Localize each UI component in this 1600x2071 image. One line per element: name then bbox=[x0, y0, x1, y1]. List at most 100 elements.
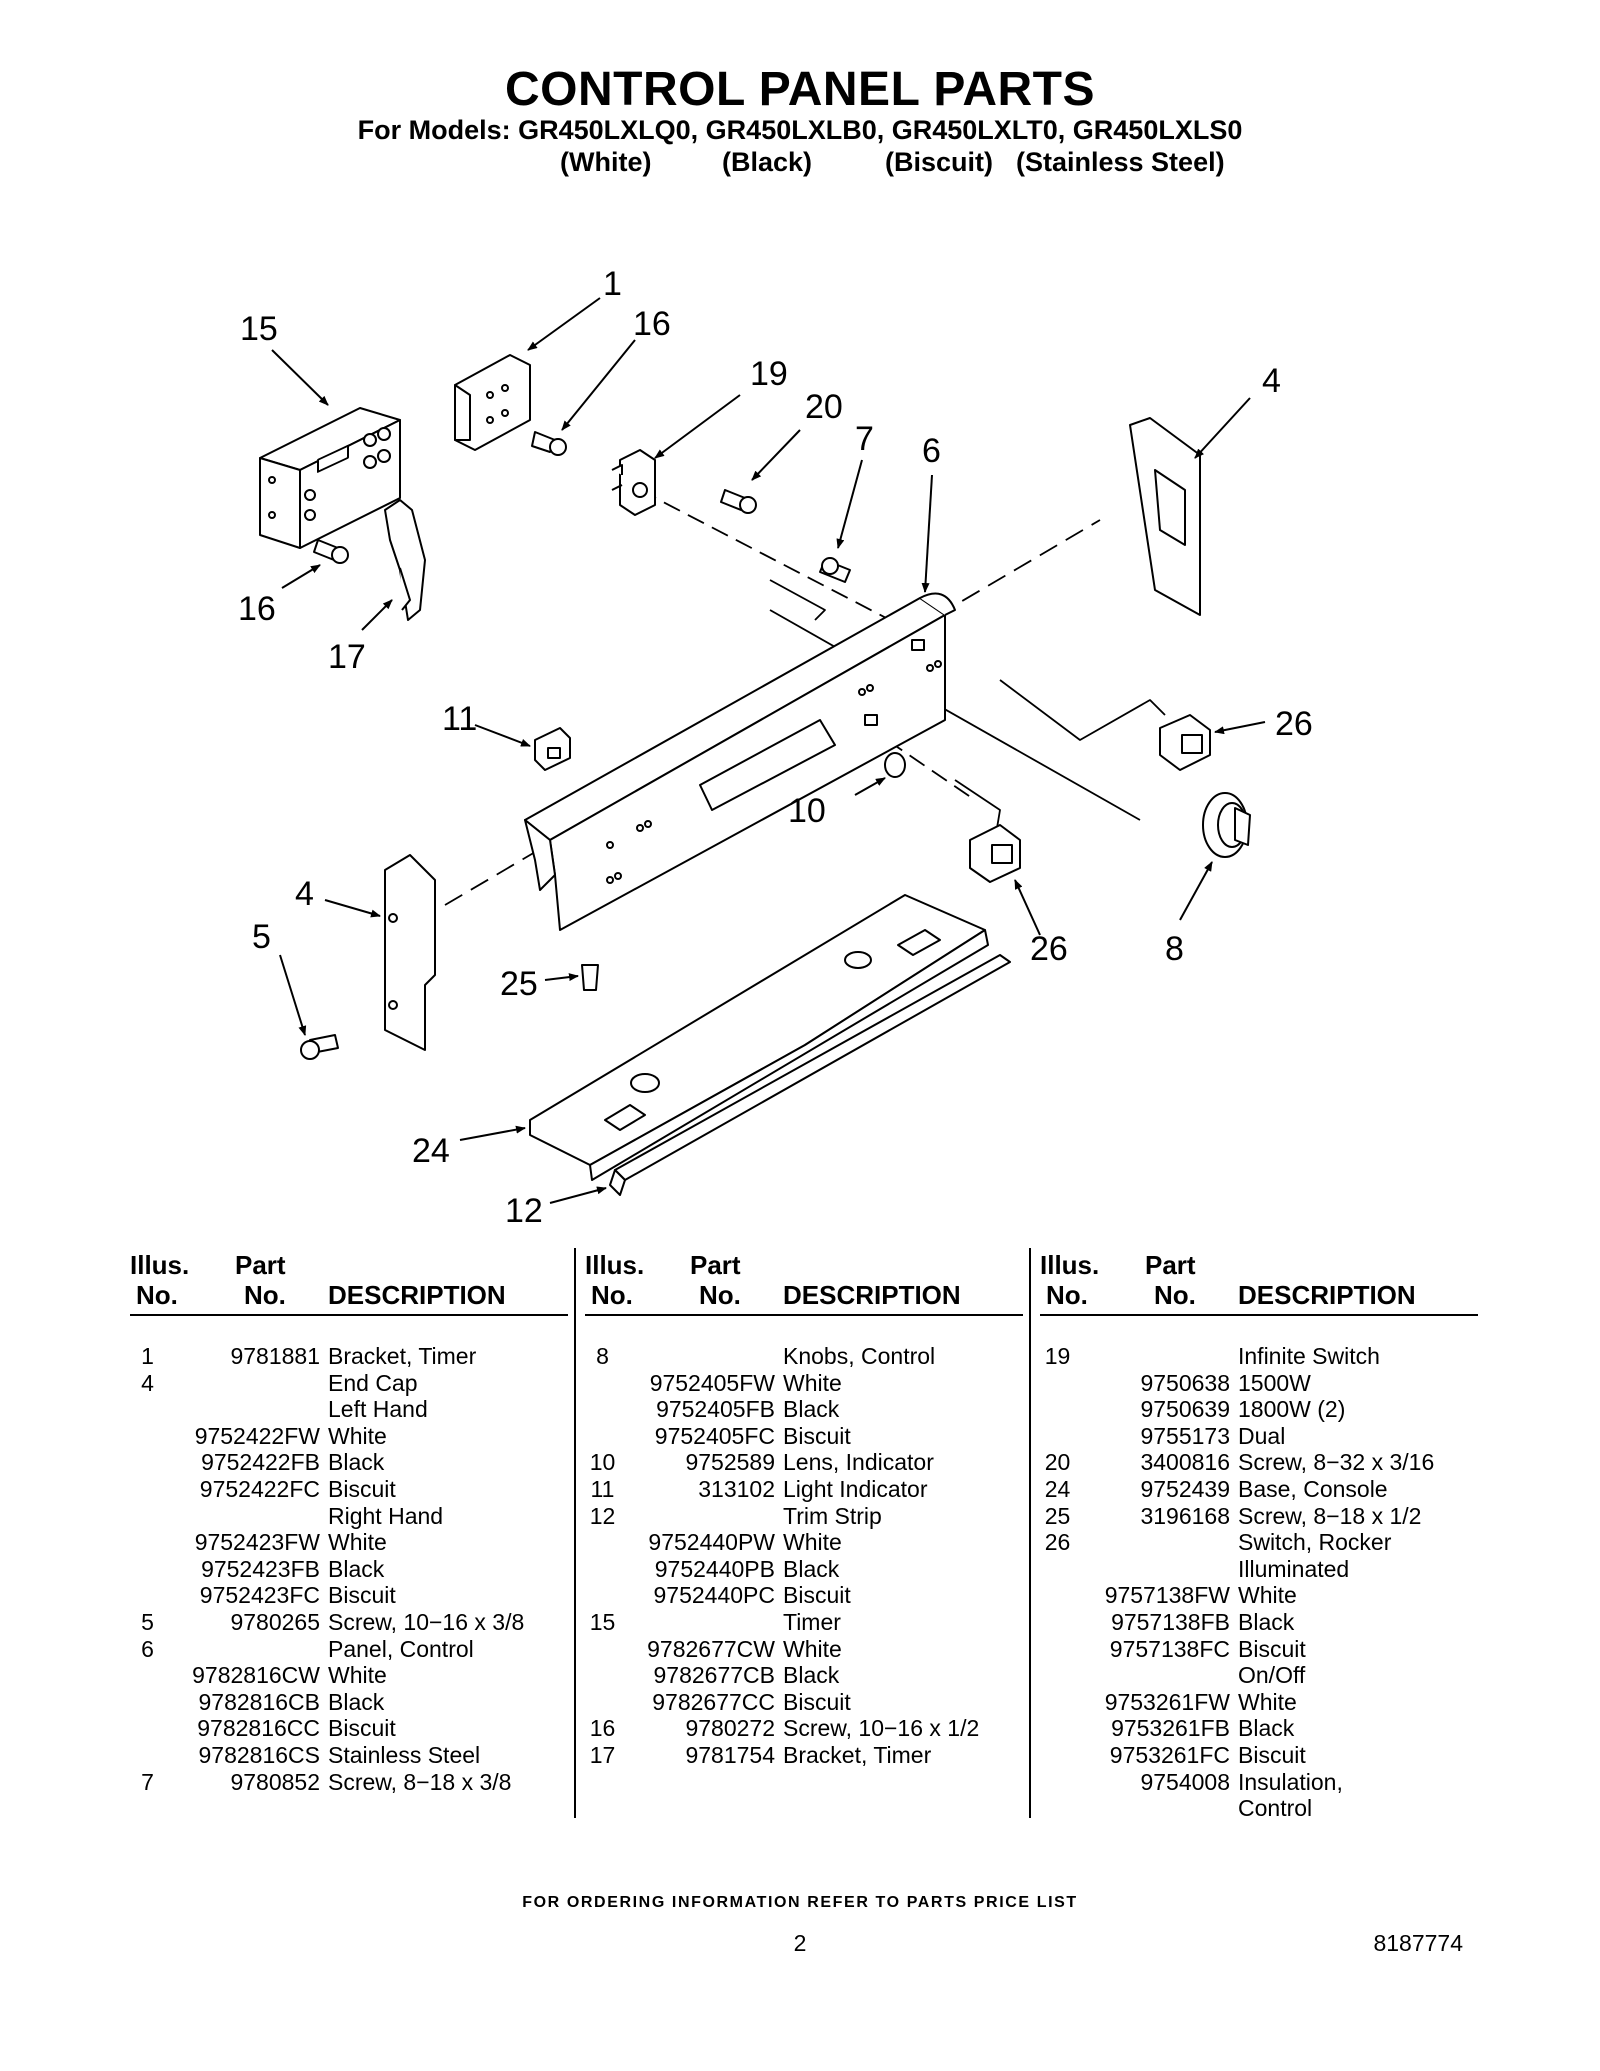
description: Biscuit bbox=[783, 1688, 851, 1715]
header-description: DESCRIPTION bbox=[1238, 1280, 1416, 1310]
description: Black bbox=[783, 1396, 840, 1423]
header-description: DESCRIPTION bbox=[328, 1280, 506, 1310]
part-no: 3196168 bbox=[1140, 1502, 1230, 1529]
table-row: 25 3196168 Screw, 8−18 x 1/2 bbox=[1040, 1503, 1478, 1530]
description: Knobs, Control bbox=[783, 1343, 936, 1369]
description: Black bbox=[328, 1449, 385, 1476]
header-illus: Illus. bbox=[1040, 1250, 1100, 1280]
illus-no: 6 bbox=[141, 1635, 154, 1662]
table-row: 9752422FB Black bbox=[130, 1449, 568, 1476]
description: Stainless Steel bbox=[328, 1741, 481, 1768]
part-no: 9780265 bbox=[230, 1608, 320, 1635]
illus-no: 10 bbox=[589, 1449, 616, 1476]
part-no: 9752423FC bbox=[199, 1582, 320, 1609]
part-no: 9752422FW bbox=[194, 1422, 320, 1449]
column-header: Illus. No. Part No. DESCRIPTION bbox=[130, 1248, 568, 1316]
table-row: Illuminated bbox=[1040, 1556, 1478, 1583]
callout-10: 10 bbox=[788, 792, 826, 830]
illus-no: 1 bbox=[141, 1343, 154, 1369]
callout-26-bottom: 26 bbox=[1030, 930, 1068, 968]
description: Illuminated bbox=[1238, 1555, 1350, 1582]
description: Right Hand bbox=[328, 1502, 444, 1529]
description: Black bbox=[1238, 1608, 1295, 1635]
column-header: Illus. No. Part No. DESCRIPTION bbox=[1040, 1248, 1478, 1316]
part-no: 9782677CB bbox=[653, 1662, 776, 1689]
ordering-note: FOR ORDERING INFORMATION REFER TO PARTS … bbox=[522, 1894, 1078, 1911]
part-no: 3400816 bbox=[1140, 1449, 1230, 1476]
illus-no: 17 bbox=[589, 1741, 616, 1768]
part-no: 9752405FB bbox=[656, 1396, 775, 1423]
parts-column-1: Illus. No. Part No. DESCRIPTION 1 9781881… bbox=[130, 1248, 568, 1795]
description: Panel, Control bbox=[328, 1635, 474, 1662]
table-row: 7 9780852 Screw, 8−18 x 3/8 bbox=[130, 1769, 568, 1796]
description: White bbox=[783, 1369, 842, 1396]
part-no: 9781881 bbox=[230, 1343, 320, 1369]
description: 1800W (2) bbox=[1238, 1396, 1346, 1423]
callout-12: 12 bbox=[505, 1192, 543, 1230]
part-no: 9752422FB bbox=[201, 1449, 320, 1476]
color-biscuit: (Biscuit) bbox=[885, 147, 993, 177]
illus-no: 26 bbox=[1044, 1529, 1071, 1556]
illus-no: 19 bbox=[1044, 1343, 1071, 1369]
description: Insulation, bbox=[1238, 1768, 1343, 1795]
table-row: 6 Panel, Control bbox=[130, 1636, 568, 1663]
document-number: 8187774 bbox=[1373, 1930, 1463, 1956]
description: Screw, 10−16 x 3/8 bbox=[328, 1608, 525, 1635]
description: Black bbox=[328, 1555, 385, 1582]
page-title: CONTROL PANEL PARTS bbox=[505, 63, 1095, 116]
description: Dual bbox=[1238, 1422, 1286, 1449]
description: White bbox=[328, 1662, 387, 1689]
description: White bbox=[783, 1529, 842, 1556]
description: Screw, 8−18 x 1/2 bbox=[1238, 1502, 1422, 1529]
illus-no: 7 bbox=[141, 1768, 154, 1795]
callout-15: 15 bbox=[240, 310, 278, 348]
part-no: 9754008 bbox=[1140, 1768, 1230, 1795]
description: White bbox=[783, 1635, 842, 1662]
description: Biscuit bbox=[328, 1715, 396, 1742]
table-row: Right Hand bbox=[130, 1503, 568, 1530]
table-row: On/Off bbox=[1040, 1662, 1478, 1689]
callout-16-top: 16 bbox=[633, 305, 671, 343]
description: Black bbox=[328, 1688, 385, 1715]
table-row: 9782677CC Biscuit bbox=[585, 1689, 1023, 1716]
description: Switch, Rocker bbox=[1238, 1529, 1392, 1556]
callout-7: 7 bbox=[855, 420, 874, 458]
table-row: 26 Switch, Rocker bbox=[1040, 1529, 1478, 1556]
description: White bbox=[1238, 1582, 1297, 1609]
column-divider bbox=[1029, 1248, 1031, 1818]
header-part: Part bbox=[1145, 1250, 1196, 1280]
part-no: 9780852 bbox=[230, 1768, 320, 1795]
description: End Cap bbox=[328, 1369, 418, 1396]
header-illus-no: No. bbox=[591, 1280, 633, 1310]
description: Screw, 8−18 x 3/8 bbox=[328, 1768, 512, 1795]
illus-no: 25 bbox=[1044, 1502, 1071, 1529]
part-no: 9782677CC bbox=[652, 1688, 775, 1715]
description: Biscuit bbox=[328, 1475, 396, 1502]
description: White bbox=[1238, 1688, 1297, 1715]
description: Lens, Indicator bbox=[783, 1449, 934, 1476]
color-white: (White) bbox=[560, 147, 652, 177]
description: Timer bbox=[783, 1608, 841, 1635]
part-no: 9752439 bbox=[1140, 1475, 1230, 1502]
part-no: 313102 bbox=[698, 1475, 775, 1502]
description: White bbox=[328, 1422, 387, 1449]
part-no: 9781754 bbox=[685, 1741, 775, 1768]
